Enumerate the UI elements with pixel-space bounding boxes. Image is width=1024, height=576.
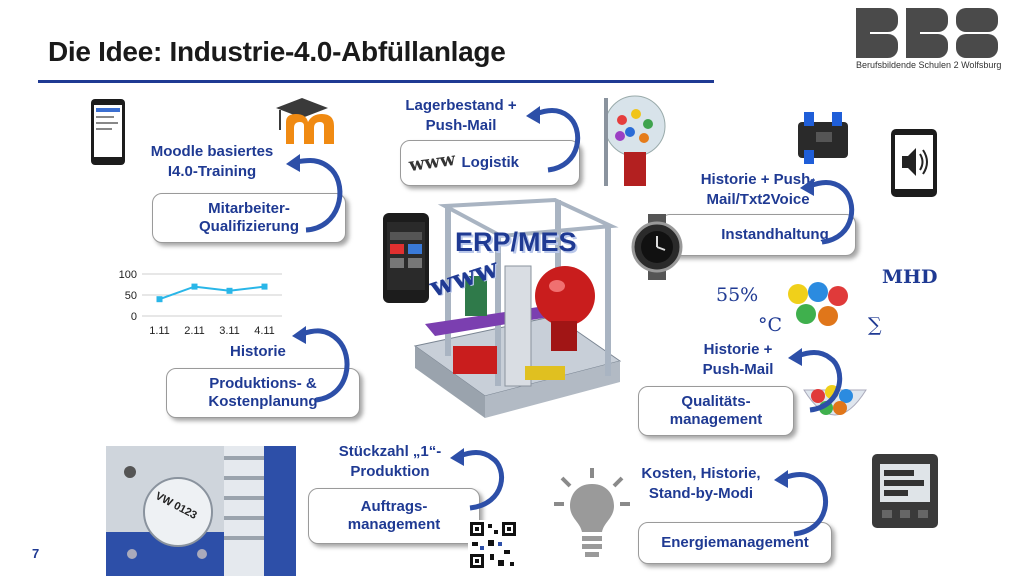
- qualifizierung-box[interactable]: Mitarbeiter- Qualifizierung: [152, 193, 346, 243]
- produktion-box[interactable]: Produktions- & Kostenplanung: [166, 368, 360, 418]
- chart-x-tick-label: 4.11: [254, 325, 275, 337]
- chart-x-tick-label: 3.11: [219, 325, 240, 337]
- chart-series-line: [159, 285, 265, 301]
- smartwatch-icon: [631, 214, 683, 280]
- chart-y-tick-label: 100: [119, 269, 137, 281]
- logistik-label-text: Lagerbestand + Push-Mail: [405, 97, 517, 134]
- produktion-box-label: Produktions- & Kostenplanung: [208, 375, 318, 410]
- logistik-label: Lagerbestand + Push-Mail: [394, 96, 528, 136]
- sigma-symbol: ∑: [868, 314, 882, 336]
- produktion-curve-arrow: [292, 326, 350, 403]
- auftrag-box[interactable]: Auftrags- management: [308, 488, 480, 544]
- produktion-label: Historie: [230, 343, 286, 360]
- instandhaltung-label: Historie + Push-Mail/Txt2Voice: [666, 170, 850, 210]
- instandhaltung-curve-arrow: [800, 178, 855, 245]
- instandhaltung-box[interactable]: Instandhaltung: [660, 214, 856, 256]
- light-bulb-icon: [554, 468, 630, 557]
- gumball-dispenser-illustration: [604, 95, 666, 186]
- chart-data-point: [191, 283, 198, 290]
- historie-line-chart: 0 50 100 1.11 2.11 3.11 4.11: [119, 269, 282, 337]
- logo-caption: Berufsbildende Schulen 2 Wolfsburg: [856, 60, 1002, 70]
- page-number: 7: [32, 546, 40, 561]
- qualifizierung-label-text: Moodle basiertes I4.0-Training: [150, 143, 274, 180]
- qualitaet-label: Historie + Push-Mail: [682, 340, 794, 380]
- energie-label: Kosten, Historie, Stand-by-Modi: [622, 464, 780, 504]
- celsius-symbol: °C: [758, 314, 783, 336]
- energie-box[interactable]: Energiemanagement: [638, 522, 832, 564]
- auftrag-curve-arrow: [450, 448, 505, 511]
- chart-data-point: [261, 283, 268, 290]
- candy-balls-illustration: [788, 282, 848, 326]
- logistik-box[interactable]: www Logistik: [400, 140, 580, 186]
- logistik-www-prefix: www: [407, 148, 457, 177]
- erp-mes-label: ERP/MES: [455, 227, 577, 257]
- qr-code-icon: [468, 520, 518, 570]
- percent-symbol: 55%: [716, 284, 759, 306]
- chart-data-point: [226, 287, 233, 294]
- energie-label-text: Kosten, Historie, Stand-by-Modi: [641, 465, 761, 502]
- qualifizierung-curve-arrow: [286, 154, 343, 233]
- chart-x-tick-label: 1.11: [149, 325, 170, 337]
- qualitaet-curve-arrow: [788, 348, 843, 413]
- logistik-box-label: Logistik: [461, 154, 520, 171]
- chart-x-tick-label: 2.11: [184, 325, 205, 337]
- audio-tablet-icon: [891, 129, 937, 197]
- qualifizierung-box-label: Mitarbeiter- Qualifizierung: [198, 200, 299, 235]
- filling-plant-illustration: [413, 197, 622, 418]
- plc-device-icon: [798, 112, 848, 164]
- logistik-curve-arrow: [526, 106, 581, 173]
- instandhaltung-label-text: Historie + Push-Mail/Txt2Voice: [700, 171, 816, 208]
- energie-curve-arrow: [774, 470, 829, 537]
- mhd-symbol: MHD: [882, 266, 938, 288]
- workpiece-carrier-illustration: [106, 446, 296, 576]
- slide-title: Die Idee: Industrie-4.0-Abfüllanlage: [48, 36, 506, 67]
- chart-y-tick-label: 0: [131, 311, 137, 323]
- instandhaltung-box-label: Instandhaltung: [721, 226, 829, 243]
- moodle-logo-icon: [276, 98, 334, 144]
- qualitaet-box[interactable]: Qualitäts- management: [638, 386, 794, 436]
- auftrag-box-label: Auftrags- management: [347, 498, 441, 533]
- bbs-logo-icon: [856, 8, 998, 58]
- qualifizierung-label: Moodle basiertes I4.0-Training: [138, 142, 286, 182]
- chart-data-point: [156, 296, 163, 303]
- qualitaet-label-text: Historie + Push-Mail: [702, 341, 774, 378]
- auftrag-label: Stückzahl „1“- Produktion: [320, 442, 460, 482]
- energy-meter-icon: [872, 454, 938, 528]
- auftrag-label-text: Stückzahl „1“- Produktion: [338, 443, 442, 480]
- tablet-icon: [91, 99, 125, 165]
- chart-y-tick-label: 50: [125, 290, 137, 302]
- title-underline: [38, 80, 714, 83]
- qualitaet-box-label: Qualitäts- management: [669, 393, 763, 428]
- energie-box-label: Energiemanagement: [661, 534, 809, 551]
- smartphone-icon: [383, 213, 429, 303]
